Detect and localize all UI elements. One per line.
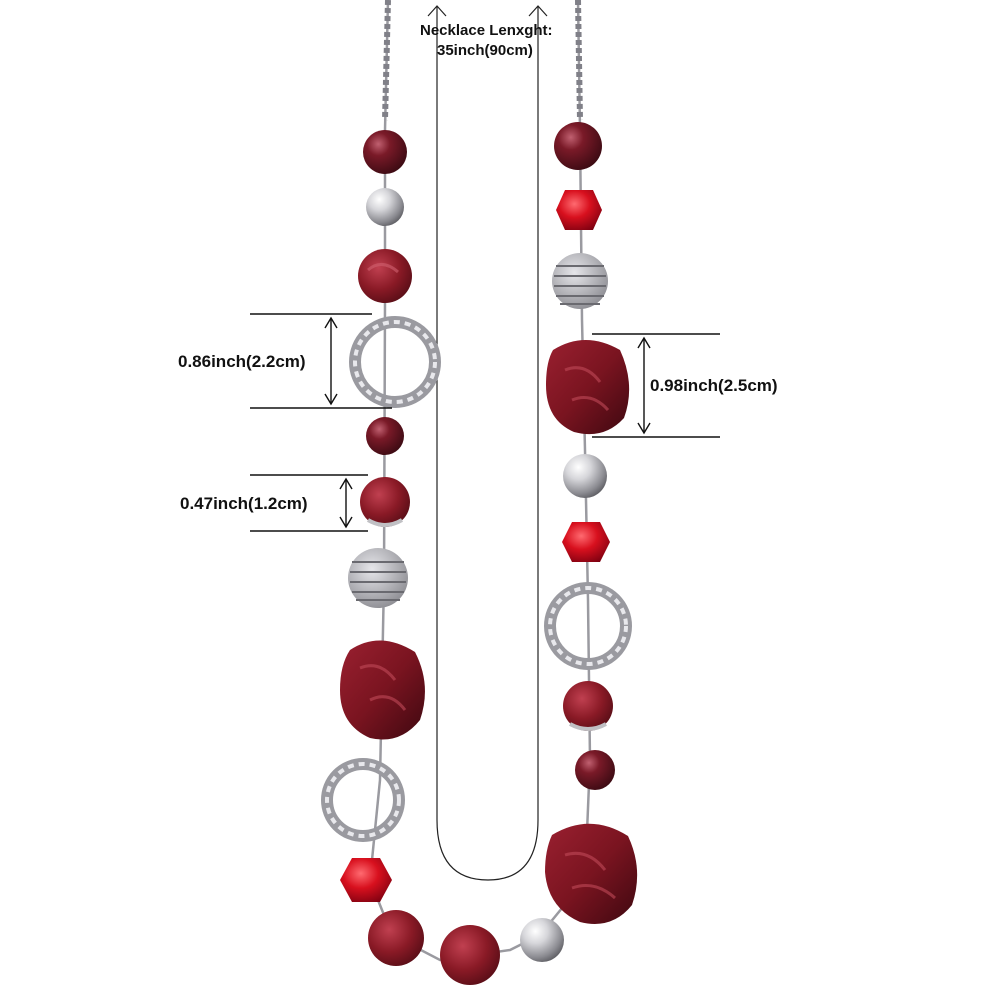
silver-bead — [520, 918, 564, 962]
marbled-red-bead — [440, 925, 500, 985]
red-faceted-crystal — [556, 190, 602, 230]
red-resin-stone — [545, 823, 638, 924]
silver-coil-bead — [348, 548, 408, 608]
silver-bead — [563, 454, 607, 498]
marbled-red-bead — [360, 477, 410, 527]
marbled-red-bead — [368, 910, 424, 966]
burgundy-pearl-bead — [363, 130, 407, 174]
arrow-head-right — [528, 5, 548, 17]
ring-dimension-lines — [250, 313, 392, 409]
pearl-dimension-lines — [250, 474, 368, 532]
arrow-head-left — [427, 5, 447, 17]
hammered-silver-ring — [321, 758, 405, 842]
stone-dimension-lines — [592, 333, 720, 438]
necklace-length-title: Necklace Lenxght: — [420, 22, 553, 39]
length-outline — [436, 6, 539, 881]
left-strand — [321, 130, 441, 966]
ring-diameter-label: 0.86inch(2.2cm) — [178, 352, 306, 371]
right-strand — [544, 122, 638, 924]
silver-coil-bead — [552, 253, 608, 309]
marbled-red-bead — [563, 681, 613, 731]
bottom-strand — [440, 918, 564, 985]
burgundy-pearl-bead — [554, 122, 602, 170]
hammered-silver-ring — [349, 316, 441, 408]
pearl-diameter-label: 0.47inch(1.2cm) — [180, 494, 308, 513]
red-faceted-crystal — [340, 858, 392, 902]
marbled-red-bead — [358, 249, 412, 303]
red-resin-stone — [340, 640, 425, 740]
red-faceted-crystal — [562, 522, 610, 562]
stone-height-label: 0.98inch(2.5cm) — [650, 376, 778, 395]
silver-bead — [366, 188, 404, 226]
red-resin-stone — [546, 340, 630, 435]
burgundy-pearl-bead — [366, 417, 404, 455]
burgundy-pearl-bead — [575, 750, 615, 790]
necklace-length-value: 35inch(90cm) — [437, 42, 533, 59]
hammered-silver-ring — [544, 582, 632, 670]
